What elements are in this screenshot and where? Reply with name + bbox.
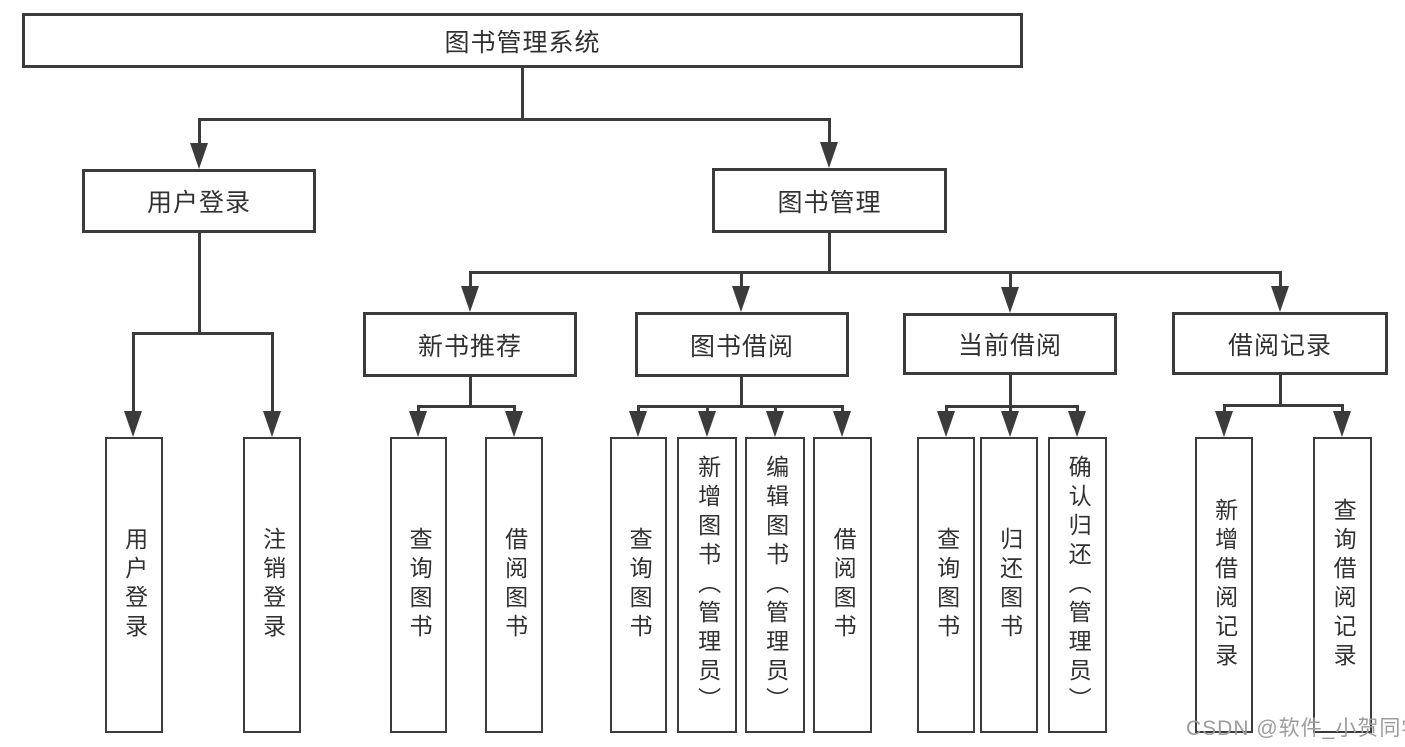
connector-vline <box>1008 272 1012 295</box>
node-label: 图书管理 <box>777 188 882 217</box>
connector-hline <box>416 404 516 408</box>
arrowhead-down <box>263 411 281 437</box>
node-root: 图书管理系统 <box>22 13 1023 68</box>
arrowhead-down <box>409 411 427 437</box>
node-label: 借阅图书 <box>501 527 528 643</box>
node-label: 当前借阅 <box>957 332 1062 360</box>
node-user-login: 用户登录 <box>82 169 316 233</box>
node-label: 用户登录 <box>121 527 148 643</box>
connector-hline <box>131 331 274 335</box>
leaf-borrow-add-books-admin: 新增图书（管理员） <box>677 437 737 733</box>
connector-vline <box>197 119 201 151</box>
connector-hline <box>1222 403 1344 407</box>
node-label: 查询图书 <box>933 527 960 643</box>
node-current-borrowing: 当前借阅 <box>903 313 1117 375</box>
leaf-borrow-query-books: 查询图书 <box>610 437 667 733</box>
leaf-newbook-query-books: 查询图书 <box>390 437 447 733</box>
node-label: 查询图书 <box>626 527 653 643</box>
node-label: 新增借阅记录 <box>1211 498 1238 672</box>
connector-vline <box>1278 272 1282 294</box>
arrowhead-down <box>629 411 647 437</box>
node-label: 注销登录 <box>259 527 286 643</box>
connector-vline <box>739 377 743 408</box>
node-book-management: 图书管理 <box>712 168 947 233</box>
connector-vline <box>468 377 472 408</box>
leaf-record-add-borrow-record: 新增借阅记录 <box>1195 437 1253 733</box>
node-label: 新增图书（管理员） <box>694 454 721 716</box>
connector-vline <box>270 333 274 419</box>
node-label: 借阅图书 <box>830 527 857 643</box>
node-label: 归还图书 <box>996 527 1023 643</box>
node-label: 查询借阅记录 <box>1330 498 1357 672</box>
watermark: CSDN @软件_小贺同学 <box>1186 717 1405 740</box>
arrowhead-down <box>1215 411 1233 437</box>
leaf-record-query-borrow-record: 查询借阅记录 <box>1313 437 1372 733</box>
node-label: 编辑图书（管理员） <box>762 454 789 716</box>
leaf-current-return-books: 归还图书 <box>980 437 1038 733</box>
connector-vline <box>827 233 831 274</box>
connector-vline <box>827 119 831 150</box>
connector-vline <box>1278 375 1282 407</box>
leaf-newbook-borrow-books: 借阅图书 <box>485 437 543 733</box>
node-label: 图书管理系统 <box>444 28 601 57</box>
arrowhead-down <box>190 143 208 169</box>
arrowhead-down <box>1068 411 1086 437</box>
connector-hline <box>944 404 1079 408</box>
connector-vline <box>739 272 743 294</box>
node-label: 图书借阅 <box>689 332 794 361</box>
arrowhead-down <box>1333 411 1351 437</box>
arrowhead-down <box>766 411 784 437</box>
node-new-book-recommend: 新书推荐 <box>363 312 577 377</box>
connector-vline <box>131 333 135 419</box>
arrowhead-down <box>732 286 750 312</box>
arrowhead-down <box>1271 286 1289 312</box>
arrowhead-down <box>505 411 523 437</box>
leaf-logout: 注销登录 <box>243 437 301 733</box>
arrowhead-down <box>1001 287 1019 313</box>
node-label: 借阅记录 <box>1227 331 1332 360</box>
leaf-current-confirm-return-admin: 确认归还（管理员） <box>1048 437 1107 733</box>
arrowhead-down <box>124 411 142 437</box>
node-label: 用户登录 <box>146 189 251 217</box>
arrowhead-down <box>698 411 716 437</box>
node-borrowing-records: 借阅记录 <box>1172 312 1388 375</box>
connector-hline <box>468 270 1282 274</box>
arrowhead-down <box>820 142 838 168</box>
arrowhead-down <box>1001 411 1019 437</box>
arrowhead-down <box>833 411 851 437</box>
connector-vline <box>1008 375 1012 408</box>
node-book-borrowing: 图书借阅 <box>635 312 849 377</box>
connector-hline <box>197 117 831 121</box>
node-label: 确认归还（管理员） <box>1065 454 1092 716</box>
connector-hline <box>636 404 844 408</box>
node-label: 查询图书 <box>406 527 433 643</box>
arrowhead-down <box>937 411 955 437</box>
connector-vline <box>468 272 472 294</box>
connector-vline <box>197 233 201 335</box>
leaf-borrow-borrow-books: 借阅图书 <box>813 437 872 733</box>
connector-vline <box>520 65 524 121</box>
leaf-borrow-edit-books-admin: 编辑图书（管理员） <box>745 437 805 733</box>
node-label: 新书推荐 <box>417 332 522 361</box>
leaf-current-query-books: 查询图书 <box>917 437 975 733</box>
leaf-user-login: 用户登录 <box>105 437 163 733</box>
arrowhead-down <box>461 286 479 312</box>
